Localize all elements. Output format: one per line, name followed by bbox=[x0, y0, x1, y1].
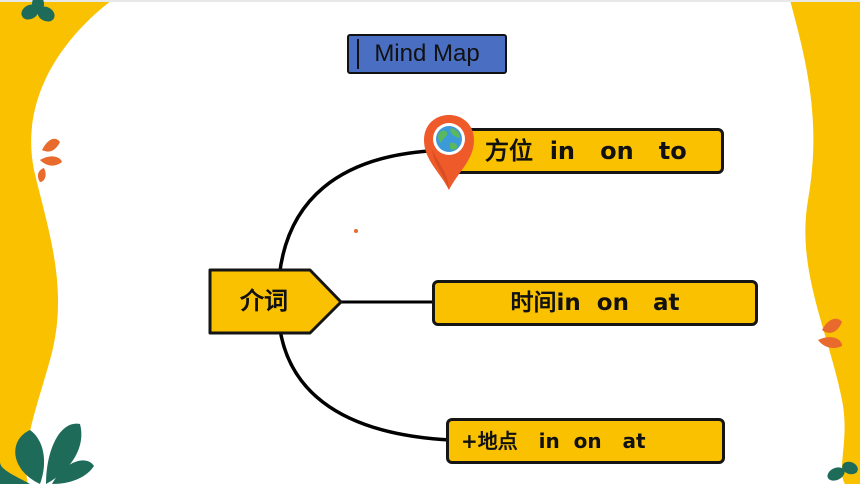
leaf-bottom-right-icon bbox=[827, 461, 858, 481]
center-node-shape bbox=[208, 268, 343, 335]
branch-place-box: +地点 in on at bbox=[446, 418, 725, 464]
leaf-top-left-icon bbox=[21, 0, 55, 22]
center-node-label: 介词 bbox=[240, 287, 288, 315]
connector-curve-bottom bbox=[276, 303, 451, 442]
location-pin-globe-icon bbox=[424, 115, 474, 190]
small-dot bbox=[354, 229, 358, 233]
branch-position-box: 方位 in on to bbox=[452, 128, 724, 174]
leaf-right-orange-icon bbox=[818, 318, 842, 348]
left-yellow-wave bbox=[0, 0, 112, 484]
leaf-bottom-left-icon bbox=[0, 423, 94, 484]
mind-map-title: Mind Map bbox=[347, 34, 507, 74]
branch-time-box: 时间in on at bbox=[432, 280, 758, 326]
right-yellow-wave bbox=[790, 0, 860, 484]
connector-curve-top bbox=[276, 148, 457, 301]
leaf-left-orange-icon bbox=[37, 138, 62, 182]
